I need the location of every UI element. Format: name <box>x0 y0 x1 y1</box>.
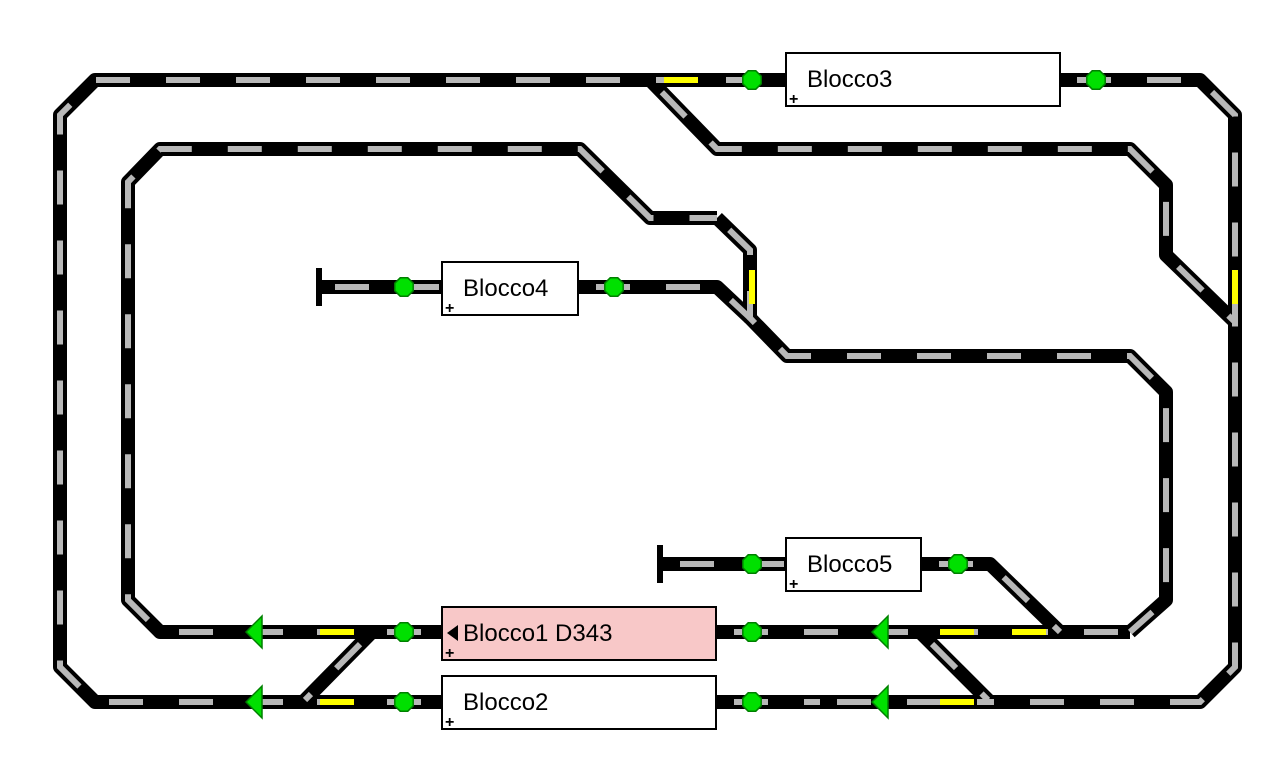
track-sleepers <box>990 77 1238 705</box>
buffer-stop-icon <box>316 268 322 306</box>
block-label: Blocco1 D343 <box>463 620 613 647</box>
signal-light-icon <box>394 622 414 642</box>
track-segment <box>644 75 1240 328</box>
triangle-left-icon <box>447 625 458 641</box>
track-segment <box>922 557 1065 638</box>
block-blocco4[interactable]: Blocco4 + <box>441 261 579 317</box>
track-sleepers <box>922 561 1063 635</box>
block-blocco2[interactable]: Blocco2 + <box>441 675 717 731</box>
buffer-stop-icon <box>657 545 663 583</box>
block-label: Blocco4 <box>463 275 549 302</box>
expand-plus-icon[interactable]: + <box>789 576 799 593</box>
track-sleepers <box>714 215 1169 635</box>
block-label: Blocco2 <box>463 689 549 716</box>
signal-light-icon <box>742 622 762 642</box>
expand-plus-icon[interactable]: + <box>445 300 455 317</box>
signal-light-icon <box>948 554 968 574</box>
signal-light-icon <box>394 277 414 297</box>
arrow-left-icon <box>870 684 889 720</box>
expand-plus-icon[interactable]: + <box>445 645 455 662</box>
signal-light-icon <box>742 692 762 712</box>
track-sleepers <box>57 77 785 705</box>
block-label: Blocco5 <box>807 551 893 578</box>
block-label: Blocco3 <box>807 66 893 93</box>
track-sleepers <box>579 284 753 321</box>
block-blocco3[interactable]: Blocco3 + <box>785 52 1061 108</box>
track-segment <box>121 142 717 639</box>
track-sleepers <box>647 77 1238 325</box>
signal-light-icon <box>742 554 762 574</box>
signal-light-icon <box>604 277 624 297</box>
track-sleepers <box>302 629 375 703</box>
track-sleepers <box>125 146 717 635</box>
arrow-left-icon <box>870 614 889 650</box>
expand-plus-icon[interactable]: + <box>789 91 799 108</box>
track-sleepers <box>917 629 991 703</box>
signal-light-icon <box>742 70 762 90</box>
arrow-left-icon <box>244 614 263 650</box>
signal-light-icon <box>1086 70 1106 90</box>
block-blocco5[interactable]: Blocco5 + <box>785 537 922 593</box>
signal-light-icon <box>394 692 414 712</box>
arrow-left-icon <box>244 684 263 720</box>
block-blocco1[interactable]: Blocco1 D343 + <box>441 606 717 662</box>
expand-plus-icon[interactable]: + <box>445 714 455 731</box>
